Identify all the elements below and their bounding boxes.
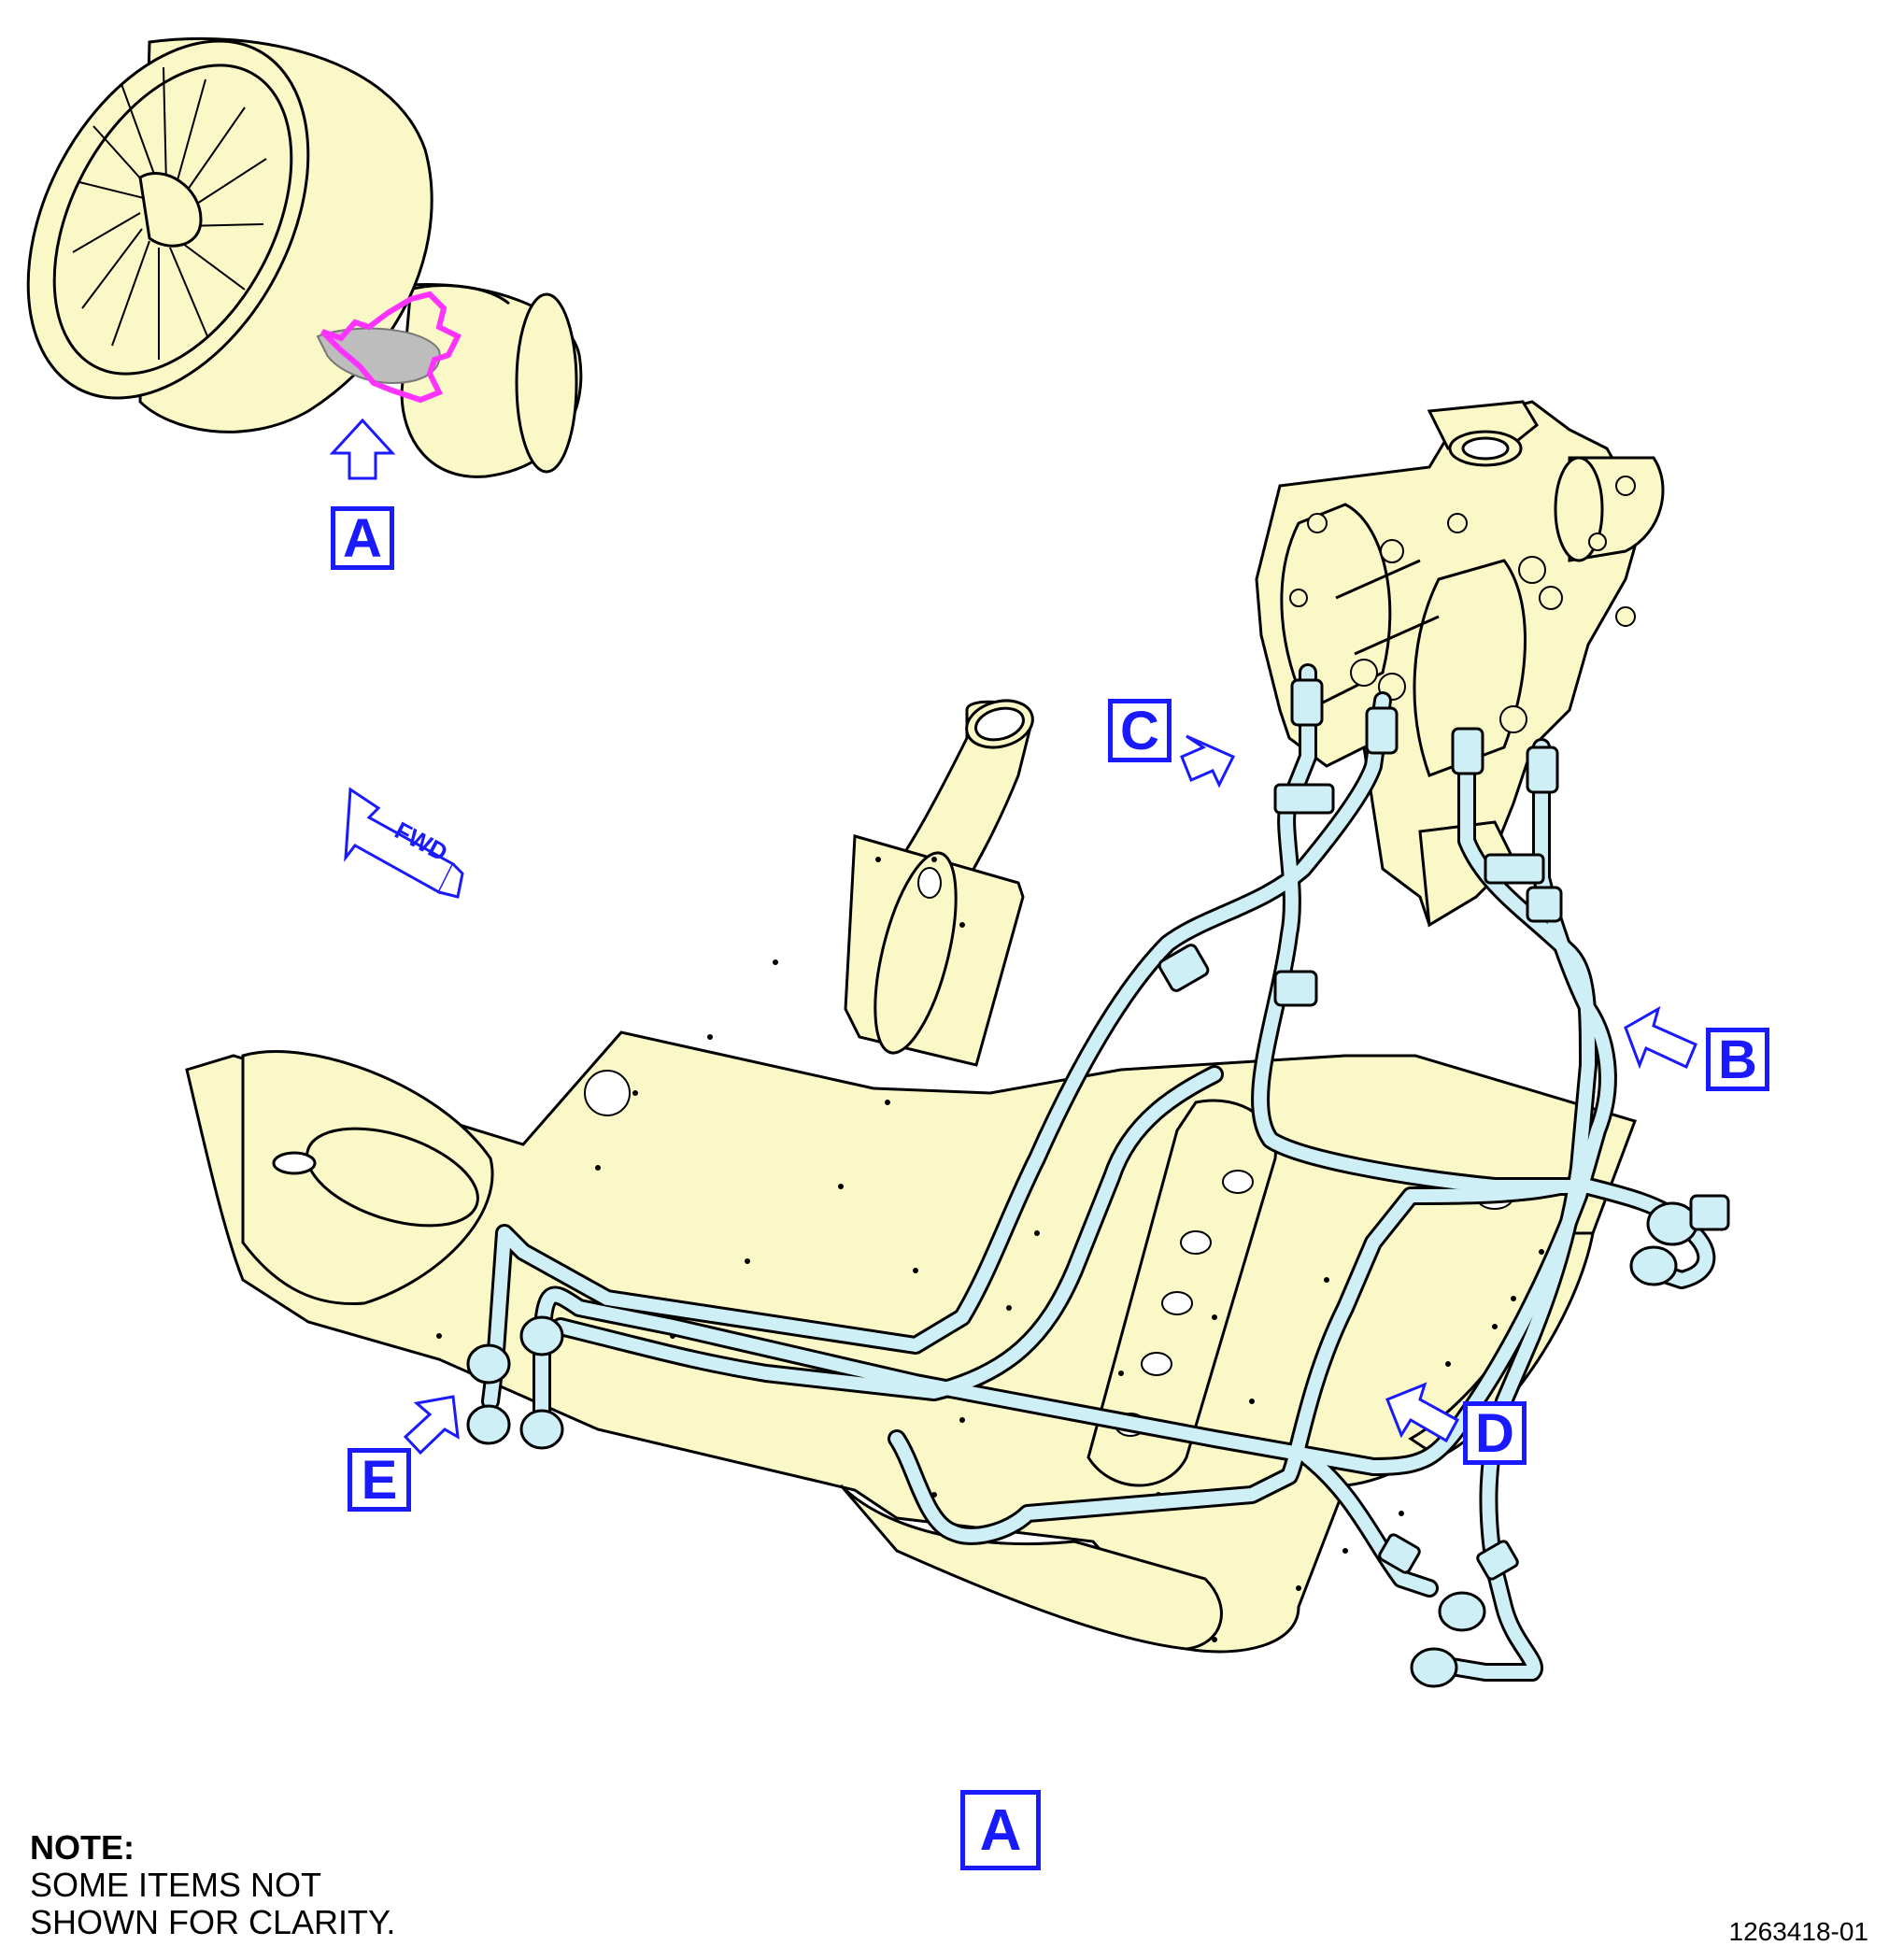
tube-fittings	[466, 678, 1730, 1688]
view-callout-a-locator: A	[331, 506, 394, 570]
view-callout-d: D	[1463, 1401, 1527, 1465]
note-line-2: SHOWN FOR CLARITY.	[30, 1903, 396, 1941]
fwd-arrow-icon	[344, 787, 464, 899]
view-b-arrow-icon	[1624, 1005, 1697, 1070]
view-callout-b: B	[1706, 1028, 1769, 1091]
view-title-a: A	[960, 1790, 1041, 1870]
note-line-1: SOME ITEMS NOT	[30, 1866, 322, 1904]
note-heading: NOTE:	[30, 1828, 135, 1867]
view-c-arrow-icon	[1180, 734, 1236, 788]
view-d-arrow-icon	[1385, 1382, 1460, 1443]
view-e-arrow-icon	[403, 1395, 460, 1456]
fuel-pump-assembly	[1255, 400, 1665, 928]
engine-locator-view	[26, 36, 583, 478]
view-callout-c: C	[1108, 699, 1172, 762]
view-callout-e: E	[348, 1448, 411, 1512]
note-block: NOTE: SOME ITEMS NOT SHOWN FOR CLARITY.	[30, 1829, 395, 1941]
figure-number: 1263418-01	[1728, 1917, 1868, 1946]
view-direction-arrow-icon	[329, 418, 396, 480]
